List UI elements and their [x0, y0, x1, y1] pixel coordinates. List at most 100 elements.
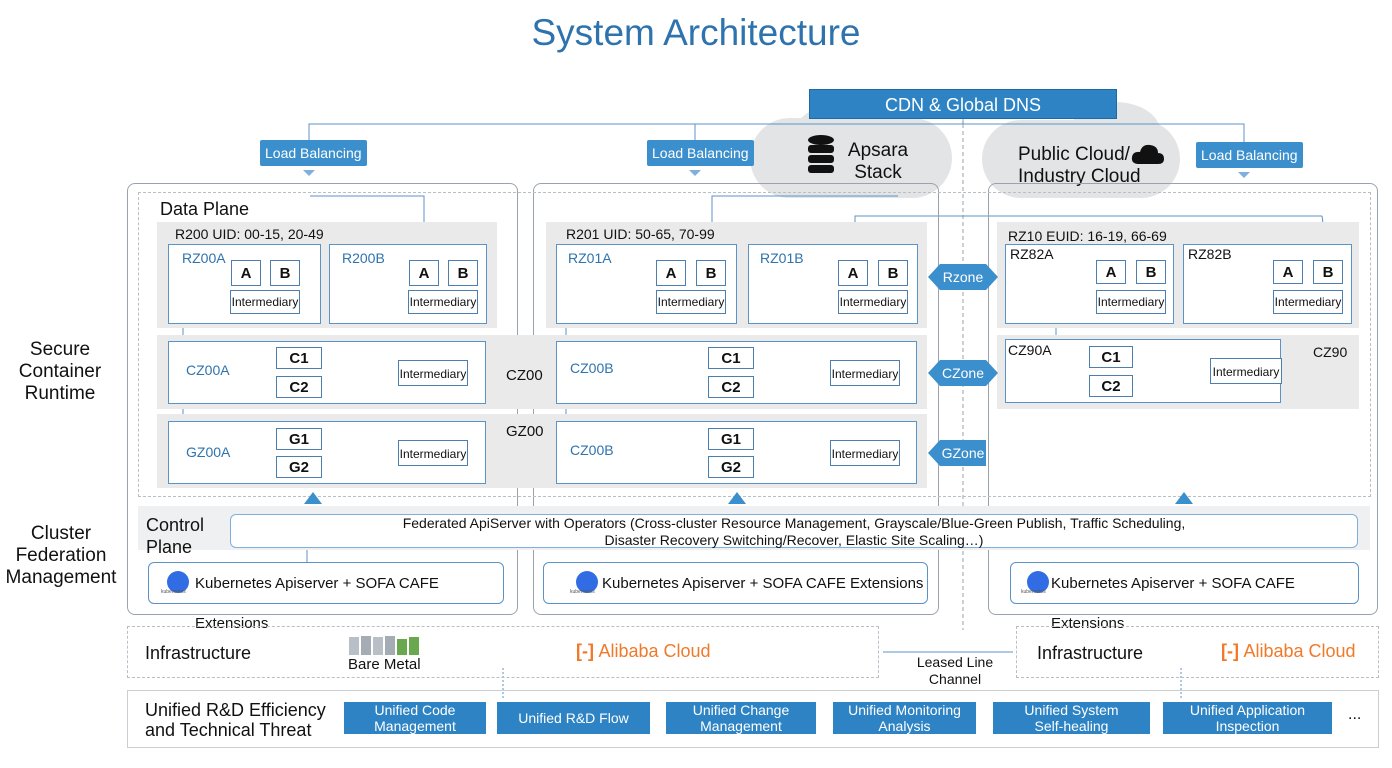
server-rack-icon — [349, 636, 419, 655]
k8s-icon-text: kubernetes — [570, 589, 595, 595]
cell-b: B — [878, 260, 908, 286]
k8s-apiserver-1: kubernetes Kubernetes Apiserver + SOFA C… — [148, 562, 504, 632]
rz-label-rz82b: RZ82B — [1188, 246, 1232, 262]
gz-zone-name-gz00: GZ00 — [506, 423, 544, 440]
up-arrow-icon — [1175, 492, 1193, 504]
intermediary-box: Intermediary — [398, 360, 468, 386]
cell-b: B — [696, 260, 726, 286]
lb-arrow-icon — [1238, 172, 1250, 178]
intermediary-box: Intermediary — [408, 290, 478, 314]
cz-zone-name-cz00: CZ00 — [506, 367, 543, 384]
intermediary-box: Intermediary — [230, 290, 300, 314]
page-title: System Architecture — [531, 12, 861, 53]
gzone-arrow: GZone — [940, 440, 986, 466]
unified-rd-flow: Unified R&D Flow — [497, 702, 650, 734]
cell-a: A — [656, 260, 686, 286]
federated-apiserver: Federated ApiServer with Operators (Cros… — [230, 514, 1358, 548]
cz-zone-name-cz90: CZ90 — [1313, 344, 1348, 360]
cz-label-cz00b: CZ00B — [570, 360, 614, 376]
kubernetes-icon — [167, 571, 189, 593]
rz-label-r200b: R200B — [342, 250, 385, 266]
cell-a: A — [1273, 260, 1303, 284]
rz-label-rz01a: RZ01A — [568, 250, 612, 266]
region-header-3: RZ10 EUID: 16-19, 66-69 — [1008, 228, 1167, 244]
secure-container-runtime-label: Secure Container Runtime — [18, 339, 102, 404]
cell-c2: C2 — [708, 376, 754, 398]
bare-metal-label: Bare Metal — [348, 656, 421, 673]
k8s-label: Kubernetes Apiserver + SOFA CAFE Extensi… — [195, 575, 439, 632]
cdn-global-dns: CDN & Global DNS — [809, 89, 1117, 119]
cell-c1: C1 — [708, 347, 754, 369]
unified-bar — [127, 690, 1379, 748]
region-header-2: R201 UID: 50-65, 70-99 — [566, 226, 715, 242]
cell-a: A — [1096, 260, 1126, 284]
cell-a: A — [838, 260, 868, 286]
intermediary-box: Intermediary — [398, 440, 468, 466]
intermediary-box: Intermediary — [1273, 290, 1343, 314]
k8s-icon-text: kubernetes — [161, 589, 186, 595]
rz-label-rz82a: RZ82A — [1010, 246, 1054, 262]
data-plane-label: Data Plane — [160, 199, 250, 219]
gz-label-gz00a: GZ00A — [186, 444, 231, 460]
cell-b: B — [1136, 260, 1166, 284]
intermediary-box: Intermediary — [1096, 290, 1166, 314]
alibaba-cloud-text: Alibaba Cloud — [598, 641, 711, 661]
cell-a: A — [409, 260, 439, 286]
rz-label-r200a: RZ00A — [182, 250, 226, 266]
alibaba-cloud-right: [-] Alibaba Cloud — [1221, 641, 1356, 662]
up-arrow-icon — [728, 492, 746, 504]
cell-b: B — [270, 260, 300, 286]
unified-more: ... — [1348, 706, 1362, 723]
alibaba-cloud-left: [-] Alibaba Cloud — [576, 641, 711, 662]
rz-label-rz01b: RZ01B — [760, 250, 804, 266]
cell-g2: G2 — [276, 456, 322, 478]
database-icon — [808, 135, 834, 173]
cell-b: B — [448, 260, 478, 286]
kubernetes-icon — [1027, 571, 1049, 593]
k8s-apiserver-3: kubernetes Kubernetes Apiserver + SOFA C… — [1010, 562, 1359, 632]
rzone-arrow: Rzone — [940, 264, 986, 290]
gz-label-2: CZ00B — [570, 442, 614, 458]
alibaba-cloud-text: Alibaba Cloud — [1243, 641, 1356, 661]
data-plane-frame — [138, 192, 1371, 497]
lb-arrow-icon — [689, 170, 701, 176]
infrastructure-left — [127, 626, 879, 678]
cell-a: A — [231, 260, 261, 286]
kubernetes-icon — [576, 571, 598, 593]
alibaba-cloud-logo: [-] — [1221, 641, 1239, 661]
czone-arrow: CZone — [940, 360, 986, 386]
intermediary-box: Intermediary — [830, 440, 900, 466]
cz-label-cz90a: CZ90A — [1008, 342, 1052, 358]
alibaba-cloud-logo: [-] — [576, 641, 594, 661]
infrastructure-label-left: Infrastructure — [145, 643, 252, 663]
k8s-label: Kubernetes Apiserver + SOFA CAFE Extensi… — [602, 575, 924, 592]
up-arrow-icon — [304, 492, 322, 504]
cell-c2: C2 — [1089, 375, 1133, 397]
k8s-apiserver-2: kubernetes Kubernetes Apiserver + SOFA C… — [543, 562, 928, 604]
load-balancing-2: Load Balancing — [647, 140, 754, 166]
infrastructure-right — [1016, 626, 1379, 678]
cz-label-cz00a: CZ00A — [186, 362, 230, 378]
cell-b: B — [1313, 260, 1343, 284]
intermediary-box: Intermediary — [838, 290, 908, 314]
load-balancing-1: Load Balancing — [260, 140, 367, 166]
cell-c1: C1 — [1089, 346, 1133, 368]
cloud-icon — [1131, 144, 1164, 164]
intermediary-box: Intermediary — [1210, 358, 1282, 384]
cell-g1: G1 — [276, 428, 322, 450]
region-header-1: R200 UID: 00-15, 20-49 — [175, 226, 324, 242]
k8s-icon-text: kubernetes — [1021, 589, 1046, 595]
cell-g1: G1 — [708, 428, 754, 450]
region-panel-3 — [988, 183, 1378, 615]
load-balancing-3: Load Balancing — [1196, 142, 1303, 168]
cell-c2: C2 — [276, 376, 322, 398]
